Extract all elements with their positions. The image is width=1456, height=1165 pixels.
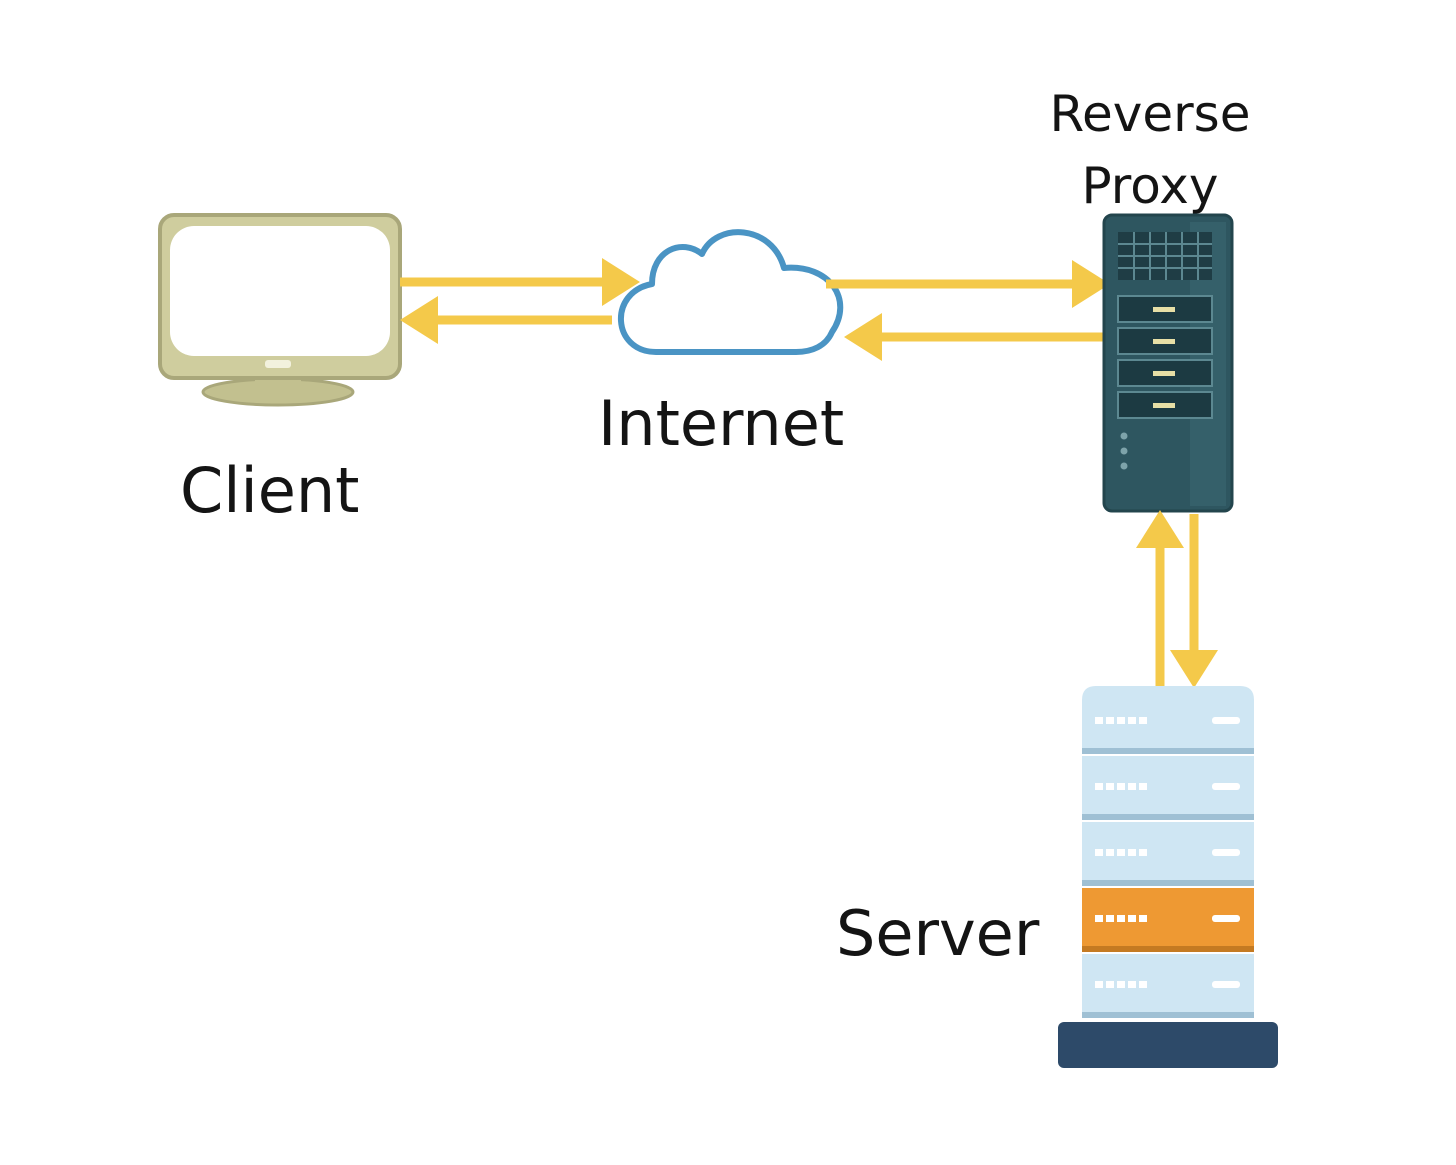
reverse-proxy-label: Reverse Proxy: [1030, 78, 1270, 222]
reverse-proxy-label-line2: Proxy: [1081, 157, 1219, 215]
internet-label: Internet: [598, 387, 845, 460]
client-label: Client: [180, 454, 360, 527]
server-rack-icon: [1102, 213, 1234, 513]
server-label: Server: [836, 897, 1040, 970]
arrow-internet-to-client: [400, 296, 612, 344]
arrow-server-to-proxy: [1136, 510, 1184, 688]
arrow-proxy-to-server: [1170, 514, 1218, 688]
arrow-internet-to-proxy: [826, 260, 1110, 308]
arrow-proxy-to-internet: [844, 313, 1104, 361]
monitor-icon: [158, 213, 402, 407]
cloud-icon: [617, 229, 844, 355]
arrow-client-to-internet: [400, 258, 640, 306]
server-stack-icon: [1058, 686, 1278, 1068]
reverse-proxy-label-line1: Reverse: [1049, 85, 1251, 143]
